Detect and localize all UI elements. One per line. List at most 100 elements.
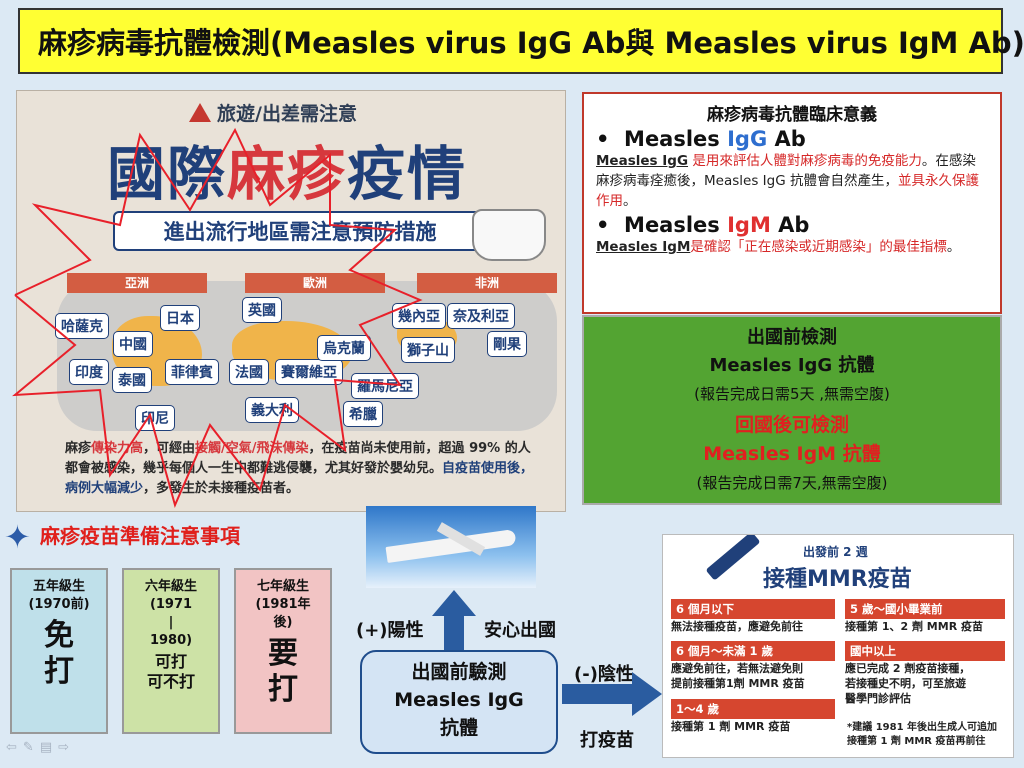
right-arrow-icon <box>562 672 662 716</box>
center-line2: Measles IgG <box>394 689 524 711</box>
poster-text-2a: 自疫苗使用後，病例大幅減少 <box>65 461 534 496</box>
mmr-s3-text: 接種第 1 劑 MMR 疫苗 <box>671 720 791 733</box>
igm-term: Measles IgM <box>596 239 691 255</box>
igm-antibody-label: Measles IgM 抗體 <box>703 443 881 465</box>
box2-mid: 可打可不打 <box>124 652 218 692</box>
mmr-s1-text: 無法接種疫苗，應避免前往 <box>671 620 803 633</box>
up-arrow-icon <box>432 590 476 652</box>
next-slide-icon[interactable]: ⇨ <box>58 740 76 755</box>
igg-report-note: (報告完成日需5天 ,無需空腹) <box>694 385 890 403</box>
headline-red: 麻疹 <box>227 140 348 208</box>
igg-label-post: Ab <box>767 127 806 151</box>
mmr-vaccine-poster: 出發前 2 週 接種MMR疫苗 6 個月以下 無法接種疫苗，應避免前往 6 個月… <box>662 534 1014 758</box>
igm-label-pre: Measles <box>624 213 728 237</box>
mmr-section-6m-1y: 6 個月～未滿 1 歲 應避免前往，若無法避免則 提前接種第1劑 MMR 疫苗 <box>671 641 835 691</box>
box1-line1: 五年級生 <box>32 579 85 594</box>
country-tag: 中國 <box>113 331 153 357</box>
mmr-section-5y-primary: 5 歲～國小畢業前 接種第 1、2 劑 MMR 疫苗 <box>845 599 1005 634</box>
positive-label: (+)陽性 <box>356 620 424 641</box>
country-tag: 賽爾維亞 <box>275 359 343 385</box>
safe-travel-label: 安心出國 <box>484 620 556 641</box>
country-tag: 法國 <box>229 359 269 385</box>
slide-nav-controls[interactable]: ⇦✎▤⇨ <box>6 740 75 755</box>
poster-text-1e: ，在疫苗尚未使用前，超過 99% 的人都會被感染，幾乎每個人一生中都難逃侵襲，尤… <box>65 441 531 476</box>
igg-red-text-2: 並具永久保護作用 <box>596 173 979 209</box>
box1-big2: 打 <box>44 654 74 689</box>
igm-description: Measles IgM是確認「正在感染或近期感染」的最佳指標。 <box>596 237 988 257</box>
negative-label: (-)陰性 <box>574 664 634 685</box>
mmr-s5-text1: 應已完成 2 劑疫苗接種， <box>845 662 971 675</box>
region-asia: 亞洲 <box>67 273 207 293</box>
country-tag: 希臘 <box>343 401 383 427</box>
mmr-s2-head: 6 個月～未滿 1 歲 <box>671 641 835 661</box>
region-europe: 歐洲 <box>245 273 385 293</box>
post-return-test-title: 回國後可檢測 <box>734 414 849 436</box>
syringe-icon <box>705 535 761 581</box>
face-mask-icon <box>472 209 546 261</box>
box3-line3: 後) <box>273 615 293 630</box>
starburst-outline <box>12 127 423 508</box>
igm-red-text: 是確認「正在感染或近期感染」的最佳指標 <box>690 239 947 255</box>
box2-line3: | <box>168 615 174 630</box>
igg-black-text: 。在感染麻疹病毒痊癒後，Measles IgG 抗體會自然產生， <box>596 153 976 189</box>
mmr-s2-text1: 應避免前往，若無法避免則 <box>671 662 803 675</box>
country-tag: 印度 <box>69 359 109 385</box>
age-group-box-1971-1980: 六年級生 (1971 | 1980) 可打可不打 <box>122 568 220 734</box>
region-africa: 非洲 <box>417 273 557 293</box>
box1-big: 免打 <box>12 618 106 690</box>
box2-line1: 六年級生 <box>144 579 197 594</box>
measles-poster: 旅遊/出差需注意 國際麻疹疫情 進出流行地區需注意預防措施 亞洲 歐洲 非洲 哈… <box>16 90 566 512</box>
mmr-subtitle: 出發前 2 週 <box>803 545 868 559</box>
country-tag: 烏克蘭 <box>317 335 371 361</box>
poster-description: 麻疹傳染力高，可經由接觸/空氣/飛沫傳染，在疫苗尚未使用前，超過 99% 的人都… <box>65 439 535 499</box>
igg-label-pre: Measles <box>624 127 728 151</box>
pre-departure-test-box: 出國前驗測 Measles IgG 抗體 <box>360 650 558 754</box>
country-tag: 英國 <box>242 297 282 323</box>
box3-line2: (1981年 <box>255 597 311 612</box>
clinical-title: 麻疹病毒抗體臨床意義 <box>707 105 877 125</box>
mmr-title: 接種MMR疫苗 <box>763 567 912 592</box>
menu-icon[interactable]: ▤ <box>39 740 59 755</box>
box2-small: 六年級生 (1971 | 1980) <box>124 570 218 650</box>
testing-info-panel: 出國前檢測 Measles IgG 抗體 (報告完成日需5天 ,無需空腹) 回國… <box>582 315 1002 505</box>
mmr-s5-text2: 若接種史不明，可至旅遊 <box>845 677 966 690</box>
age-group-box-1981: 七年級生(1981年後) 要打 <box>234 568 332 734</box>
prev-slide-icon[interactable]: ⇦ <box>6 740 23 755</box>
vaccinate-label: 打疫苗 <box>580 730 634 751</box>
poster-headline: 國際麻疹疫情 <box>107 127 467 211</box>
box2-line2: (1971 <box>149 597 193 612</box>
age-group-box-1970: 五年級生(1970前) 免打 <box>10 568 108 734</box>
box2-line4: 1980) <box>149 633 193 648</box>
pen-icon[interactable]: ✎ <box>22 740 40 755</box>
igm-end: 。 <box>946 239 961 255</box>
poster-warning-text: 旅遊/出差需注意 <box>217 103 357 125</box>
center-line1: 出國前驗測 <box>411 661 507 683</box>
mmr-note2: 接種第 1 劑 MMR 疫苗再前往 <box>847 736 986 747</box>
box2-mid2: 可不打 <box>146 672 195 691</box>
country-tag: 日本 <box>160 305 200 331</box>
igg-end: 。 <box>623 193 637 209</box>
poster-text-1a: 麻疹 <box>65 441 92 456</box>
warning-icon <box>189 103 211 122</box>
igg-description: Measles IgG 是用來評估人體對麻疹病毒的免疫能力。在感染麻疹病毒痊癒後… <box>596 151 988 211</box>
poster-subheading: 進出流行地區需注意預防措施 <box>113 211 487 251</box>
igg-red-text: 是用來評估人體對麻疹病毒的免疫能力 <box>688 153 922 169</box>
box3-line1: 七年級生 <box>256 579 309 594</box>
mmr-footnote: *建議 1981 年後出生成人可追加 接種第 1 劑 MMR 疫苗再前往 <box>847 721 997 749</box>
country-tag: 印尼 <box>135 405 175 431</box>
box3-small: 七年級生 (1981年後) <box>236 570 330 632</box>
box3-big2: 打 <box>268 672 298 707</box>
clinical-significance-panel: 麻疹病毒抗體臨床意義 • Measles IgG Ab Measles IgG … <box>582 92 1002 314</box>
mmr-s2-text2: 提前接種第1劑 MMR 疫苗 <box>671 677 805 690</box>
country-tag: 奈及利亞 <box>447 303 515 329</box>
igg-antibody-label: Measles IgG 抗體 <box>709 355 875 376</box>
mmr-s4-text: 接種第 1、2 劑 MMR 疫苗 <box>845 620 983 633</box>
mmr-s4-head: 5 歲～國小畢業前 <box>845 599 1005 619</box>
mmr-section-1-4y: 1～4 歲 接種第 1 劑 MMR 疫苗 <box>671 699 835 734</box>
country-tag: 泰國 <box>112 367 152 393</box>
igm-report-note: (報告完成日需7天,無需空腹) <box>696 474 888 492</box>
star-icon: ✦ <box>4 518 31 556</box>
mmr-section-junior-high: 國中以上 應已完成 2 劑疫苗接種， 若接種史不明，可至旅遊 醫學門診評估 <box>845 641 1005 706</box>
pre-departure-test-title: 出國前檢測 <box>747 327 837 348</box>
mmr-s3-head: 1～4 歲 <box>671 699 835 719</box>
